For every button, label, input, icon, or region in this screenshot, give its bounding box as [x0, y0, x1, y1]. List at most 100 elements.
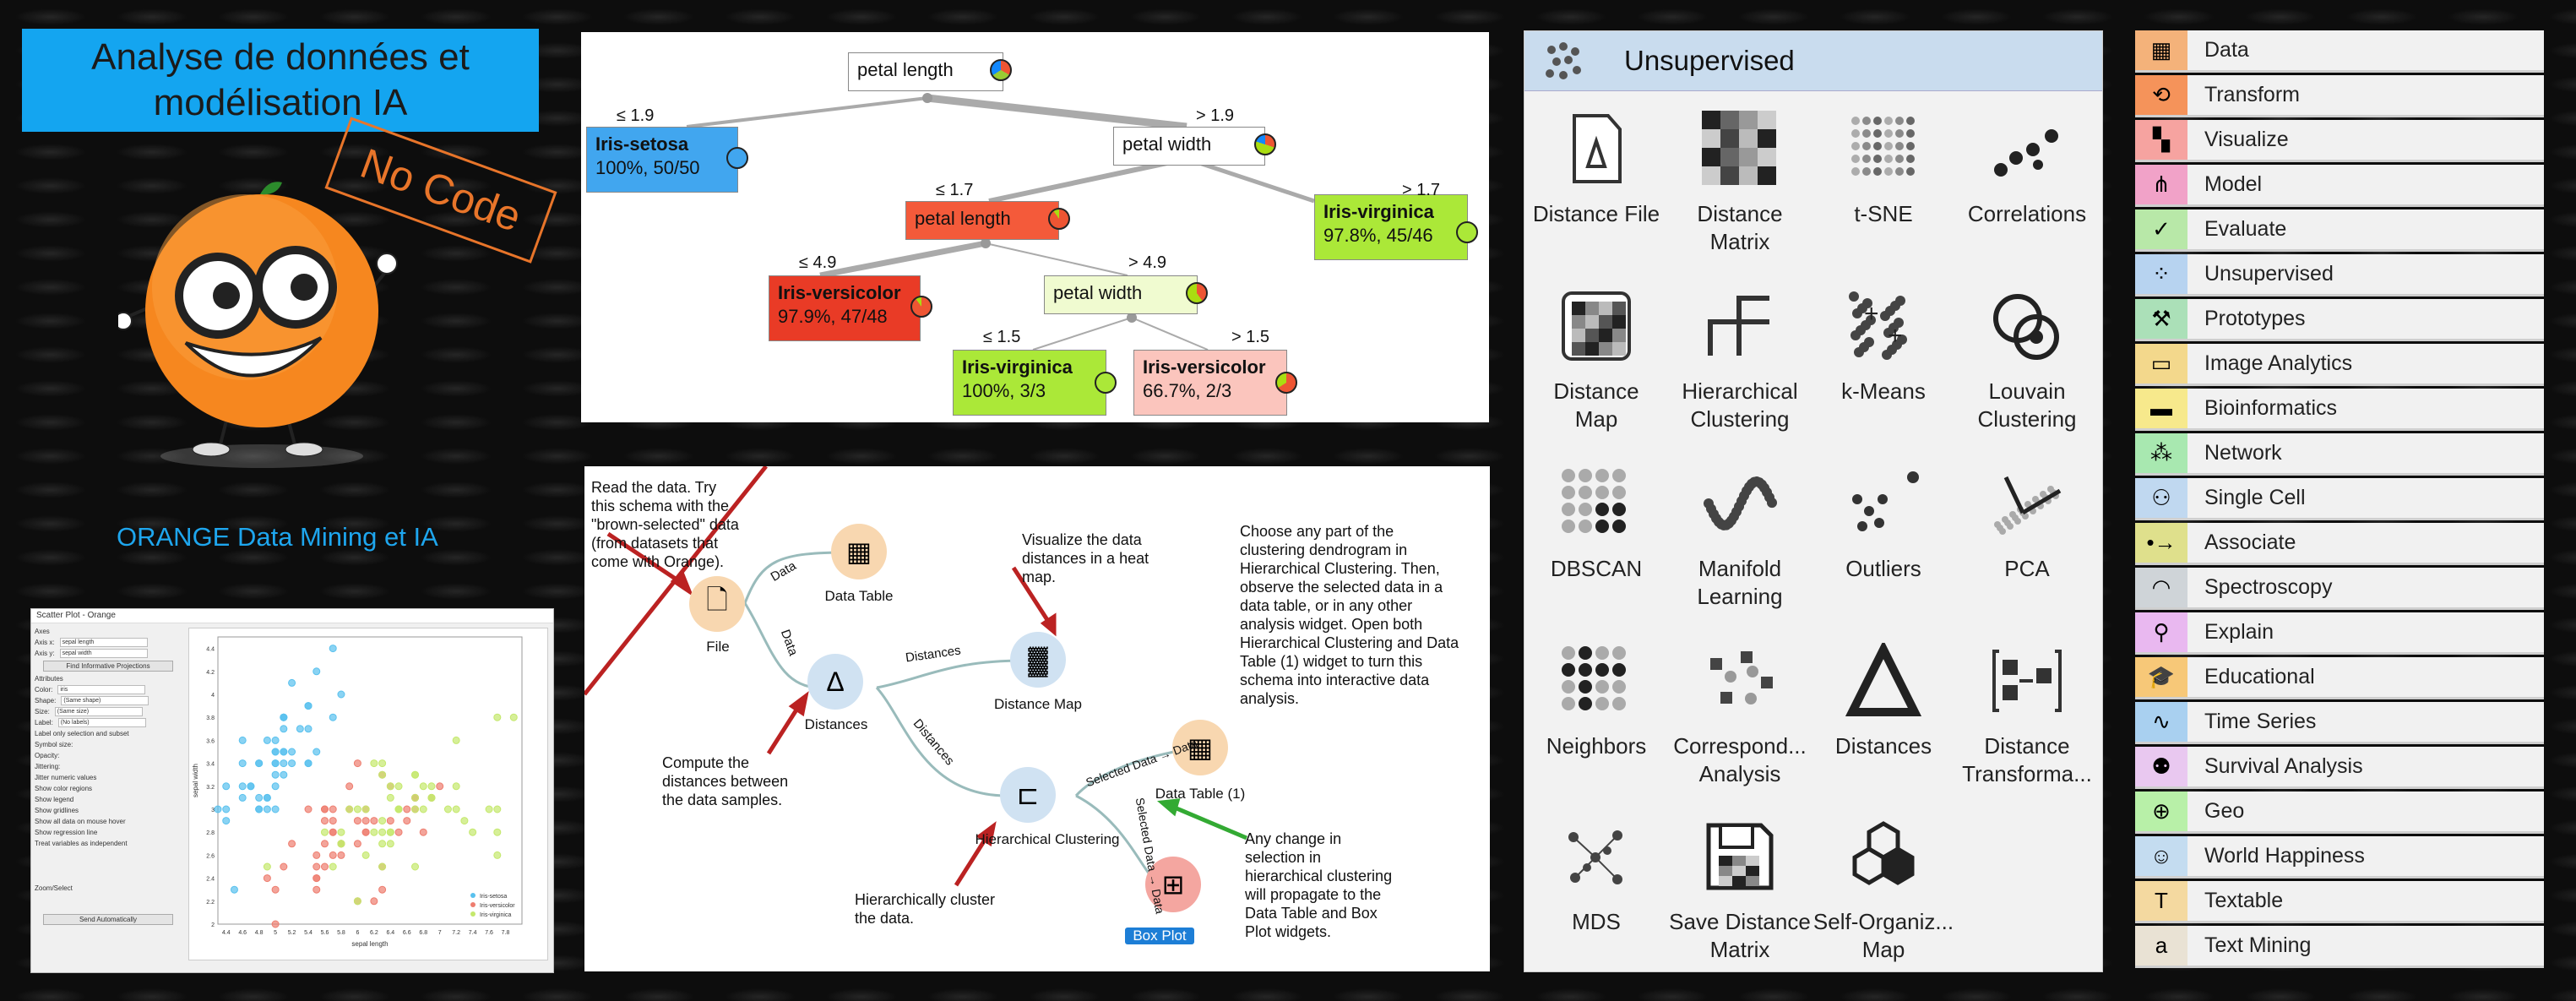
widget-label-line-1: Distance — [1697, 201, 1783, 226]
widget-label: DBSCAN — [1524, 555, 1668, 583]
find-projections-button[interactable]: Find Informative Projections — [43, 661, 173, 672]
color-select[interactable]: iris — [57, 685, 146, 695]
hierarchical-clustering-widget[interactable]: ⊏ — [1000, 767, 1056, 823]
category-data[interactable]: ▦Data — [2135, 30, 2544, 73]
unsupervised-header[interactable]: Unsupervised — [1524, 31, 2102, 91]
axis-x-select[interactable]: sepal length — [59, 638, 148, 648]
category-bioinformatics[interactable]: ▬Bioinformatics — [2135, 389, 2544, 431]
unsupervised-widget-dbscan[interactable]: DBSCAN — [1524, 450, 1668, 628]
node-class: Iris-virginica — [1323, 201, 1434, 222]
jitter-numeric-checkbox[interactable]: Jitter numeric values — [35, 774, 97, 781]
distances-widget[interactable]: Δ — [807, 654, 863, 710]
unsupervised-widget-kmeans[interactable]: ++k-Means — [1812, 273, 1955, 450]
unsupervised-widget-correspondence[interactable]: Correspond...Analysis — [1668, 628, 1812, 805]
category-visualize[interactable]: ▚Visualize — [2135, 120, 2544, 162]
category-explain[interactable]: ⚲Explain — [2135, 612, 2544, 655]
color-regions-checkbox[interactable]: Show color regions — [35, 785, 93, 792]
jittering-slider[interactable]: Jittering: — [35, 763, 61, 770]
scatter-point — [361, 851, 370, 859]
node-stats: 97.9%, 47/48 — [778, 306, 888, 327]
scatter-point — [370, 828, 378, 836]
tree-node-petal-length-2[interactable]: petal length — [905, 201, 1059, 240]
shape-select[interactable]: (Same shape) — [61, 696, 149, 706]
send-automatically-button[interactable]: Send Automatically — [43, 914, 173, 925]
unsupervised-widget-outliers[interactable]: Outliers — [1812, 450, 1955, 628]
label-select[interactable]: (No labels) — [57, 718, 146, 728]
save-distance-icon — [1702, 819, 1778, 895]
scatter-point — [469, 828, 477, 836]
show-all-data-checkbox[interactable]: Show all data on mouse hover — [35, 818, 126, 825]
unsupervised-widget-mds[interactable]: MDS — [1524, 803, 1668, 981]
y-tick-label: 4 — [211, 693, 215, 699]
tree-node-petal-width-1[interactable]: petal width — [1113, 127, 1265, 166]
category-model[interactable]: ⋔Model — [2135, 165, 2544, 207]
category-geo[interactable]: ⊕Geo — [2135, 792, 2544, 834]
unsupervised-widget-correlations[interactable]: Correlations — [1955, 95, 2099, 273]
category-survival-analysis[interactable]: ⚉Survival Analysis — [2135, 747, 2544, 789]
data-table-widget[interactable]: ▦ — [831, 524, 887, 579]
category-single-cell[interactable]: ⚇Single Cell — [2135, 478, 2544, 520]
category-image-analytics[interactable]: ▭Image Analytics — [2135, 344, 2544, 386]
unsupervised-widget-pca[interactable]: PCA — [1955, 450, 2099, 628]
treat-variables-checkbox[interactable]: Treat variables as independent — [35, 840, 128, 847]
widget-label-line-2: Transforma... — [1962, 761, 2092, 786]
show-legend-checkbox[interactable]: Show legend — [35, 796, 74, 803]
unsupervised-widget-som[interactable]: Self-Organiz...Map — [1812, 803, 1955, 981]
table-icon: ▦ — [845, 536, 872, 567]
unsupervised-widget-distance-file[interactable]: Distance File — [1524, 95, 1668, 273]
note-line: Data Table and Box — [1245, 905, 1378, 922]
axis-y-select[interactable]: sepal width — [59, 649, 148, 659]
category-unsupervised[interactable]: ⁘Unsupervised — [2135, 254, 2544, 296]
gridlines-checkbox[interactable]: Show gridlines — [35, 807, 79, 814]
scatter-point — [222, 817, 231, 825]
category-prototypes[interactable]: ⚒Prototypes — [2135, 299, 2544, 341]
box-plot-widget[interactable]: ⊞ — [1145, 857, 1201, 912]
unsupervised-widget-neighbors[interactable]: Neighbors — [1524, 628, 1668, 805]
category-network[interactable]: ⁂Network — [2135, 433, 2544, 476]
unsupervised-widget-tsne[interactable]: t-SNE — [1812, 95, 1955, 273]
category-transform[interactable]: ⟲Transform — [2135, 75, 2544, 117]
category-world-happiness[interactable]: ☺World Happiness — [2135, 836, 2544, 879]
pie-icon — [990, 59, 1012, 81]
regression-checkbox[interactable]: Show regression line — [35, 829, 98, 836]
category-associate[interactable]: •→Associate — [2135, 523, 2544, 565]
file-widget[interactable]: 🗋 — [689, 576, 745, 632]
node-stats: 100%, 3/3 — [962, 380, 1046, 401]
category-time-series[interactable]: ∿Time Series — [2135, 702, 2544, 744]
data-table-1-widget[interactable]: ▦ — [1172, 720, 1228, 775]
category-label: Educational — [2204, 665, 2315, 688]
tree-node-root[interactable]: petal length — [848, 52, 1003, 91]
label-only-checkbox[interactable]: Label only selection and subset — [35, 730, 129, 737]
tree-node-petal-width-2[interactable]: petal width — [1044, 275, 1198, 314]
size-select[interactable]: (Same size) — [54, 707, 143, 717]
category-educational[interactable]: 🎓Educational — [2135, 657, 2544, 699]
category-spectroscopy[interactable]: ◠Spectroscopy — [2135, 568, 2544, 610]
scatter-point — [280, 713, 288, 721]
pie-icon — [1048, 208, 1070, 230]
unsupervised-widget-distances[interactable]: Distances — [1812, 628, 1955, 805]
widget-label-line-1: Distances — [1834, 733, 1932, 759]
distance-map-widget[interactable]: ▓ — [1010, 632, 1066, 688]
symbol-size-slider[interactable]: Symbol size: — [35, 741, 73, 748]
category-evaluate[interactable]: ✓Evaluate — [2135, 209, 2544, 252]
y-tick-label: 3.2 — [206, 785, 215, 791]
opacity-slider[interactable]: Opacity: — [35, 752, 60, 759]
survival-analysis-icon: ⚉ — [2135, 747, 2187, 786]
window-title: Scatter Plot - Orange — [31, 609, 553, 623]
